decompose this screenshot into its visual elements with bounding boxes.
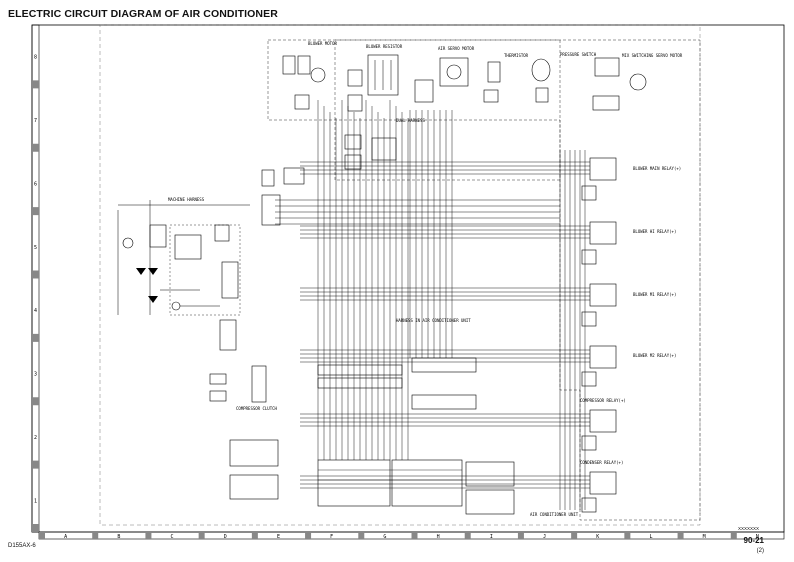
column-band-hatch bbox=[571, 532, 578, 539]
main-dashed-boundary bbox=[99, 24, 701, 526]
air-servo-motor-block: AIR SERVO MOTOR bbox=[414, 46, 475, 103]
row-label: 7 bbox=[34, 118, 37, 124]
row-band-segments bbox=[32, 80, 39, 532]
row-band-hatch bbox=[32, 524, 39, 532]
column-label: C bbox=[171, 534, 174, 540]
model-code: D155AX-6 bbox=[8, 543, 36, 549]
column-label: F bbox=[330, 534, 333, 540]
blower-main-relay-label: BLOWER MAIN RELAY(+) bbox=[633, 166, 681, 171]
relay-blower-hi: BLOWER HI RELAY(+) bbox=[581, 221, 676, 265]
column-label: M bbox=[703, 534, 706, 540]
page-title: ELECTRIC CIRCUIT DIAGRAM OF AIR CONDITIO… bbox=[8, 8, 278, 20]
column-label: D bbox=[224, 534, 227, 540]
row-label: 5 bbox=[34, 245, 37, 251]
blower-hi-relay-label: BLOWER HI RELAY(+) bbox=[633, 229, 676, 234]
dual-harness-label: DUAL HARNESS bbox=[396, 118, 425, 123]
column-label: L bbox=[649, 534, 652, 540]
column-label: J bbox=[543, 534, 546, 540]
relay-blower-m1: BLOWER M1 RELAY(+) bbox=[581, 283, 676, 327]
machine-harness-label: MACHINE HARNESS bbox=[168, 197, 205, 202]
controller-block: AIR CONDITIONER UNIT bbox=[229, 439, 579, 517]
row-label: 6 bbox=[34, 181, 37, 187]
relay-compressor: COMPRESSOR RELAY(+) bbox=[580, 398, 626, 451]
mix-servo-label: MIX SWITCHING SERVO MOTOR bbox=[622, 53, 683, 58]
relay-blower-m2: BLOWER M2 RELAY(+) bbox=[581, 345, 676, 387]
column-band-hatch bbox=[677, 532, 684, 539]
blower-m1-relay-label: BLOWER M1 RELAY(+) bbox=[633, 292, 676, 297]
column-labels: A B C D E F G H I J K L M N bbox=[64, 534, 759, 540]
pressure-switch-label: PRESSURE SWITCH bbox=[560, 52, 597, 57]
vertical-bus-wires bbox=[317, 100, 586, 510]
page-number: 90-21 bbox=[743, 536, 764, 545]
compressor-relay-label: COMPRESSOR RELAY(+) bbox=[580, 398, 626, 403]
condenser-relay-label: CONDENSER RELAY(+) bbox=[580, 460, 623, 465]
mix-servo-block: MIX SWITCHING SERVO MOTOR bbox=[592, 53, 683, 111]
column-band-hatch bbox=[358, 532, 365, 539]
column-band-hatch bbox=[730, 532, 737, 539]
column-label: B bbox=[117, 534, 120, 540]
column-label: I bbox=[490, 534, 493, 540]
relay-condenser: CONDENSER RELAY(+) bbox=[580, 460, 623, 513]
blower-motor-label: BLOWER MOTOR bbox=[308, 41, 337, 46]
upper-harness-boundary bbox=[334, 39, 561, 181]
compressor-clutch-block: COMPRESSOR CLUTCH bbox=[209, 365, 278, 411]
blower-resistor-block: BLOWER RESISTOR bbox=[347, 44, 403, 112]
page-sub-number: (2) bbox=[756, 548, 764, 554]
doc-code: XXXXXXX bbox=[738, 526, 760, 531]
row-label: 3 bbox=[34, 372, 37, 378]
column-band-hatch bbox=[251, 532, 258, 539]
machine-harness-block: MACHINE HARNESS bbox=[168, 167, 305, 226]
dual-harness-block: DUAL HARNESS bbox=[344, 118, 425, 170]
column-band-hatch bbox=[517, 532, 524, 539]
ac-unit-boundary bbox=[267, 39, 701, 521]
row-band-hatch bbox=[32, 143, 39, 152]
column-band-hatch bbox=[624, 532, 631, 539]
thermistor-label: THERMISTOR bbox=[504, 53, 529, 58]
ac-unit-label: AIR CONDITIONER UNIT bbox=[530, 512, 579, 517]
harness-in-ac-unit-label: HARNESS IN AIR CONDITIONER UNIT bbox=[396, 318, 471, 323]
column-band-hatch bbox=[198, 532, 205, 539]
row-band-hatch bbox=[32, 207, 39, 216]
compressor-clutch-label: COMPRESSOR CLUTCH bbox=[236, 406, 278, 411]
horizontal-relay-wires bbox=[275, 161, 590, 489]
column-band-hatch bbox=[305, 532, 312, 539]
center-connector-block bbox=[317, 357, 477, 410]
row-labels: 8 7 6 5 4 3 2 1 bbox=[34, 55, 37, 505]
blower-m2-relay-label: BLOWER M2 RELAY(+) bbox=[633, 353, 676, 358]
row-band-hatch bbox=[32, 460, 39, 469]
row-label: 1 bbox=[34, 498, 37, 504]
air-servo-motor-label: AIR SERVO MOTOR bbox=[438, 46, 475, 51]
column-label: H bbox=[437, 534, 440, 540]
row-band-hatch bbox=[32, 80, 39, 89]
column-label: A bbox=[64, 534, 67, 540]
thermistor-block: THERMISTOR bbox=[483, 53, 529, 103]
row-label: 8 bbox=[34, 55, 37, 61]
column-label: N bbox=[756, 534, 759, 540]
column-label: E bbox=[277, 534, 280, 540]
row-label: 2 bbox=[34, 435, 37, 441]
blower-motor-block: BLOWER MOTOR bbox=[282, 41, 337, 110]
row-band-hatch bbox=[32, 397, 39, 406]
column-band-hatch bbox=[145, 532, 152, 539]
left-control-circuit bbox=[117, 200, 250, 351]
pressure-switch-block: PRESSURE SWITCH bbox=[531, 52, 597, 103]
column-label: G bbox=[383, 534, 386, 540]
column-band-segments bbox=[39, 532, 737, 539]
column-band-hatch bbox=[411, 532, 418, 539]
row-label: 4 bbox=[34, 308, 37, 314]
column-band-hatch bbox=[92, 532, 99, 539]
row-band-hatch bbox=[32, 270, 39, 279]
relay-blower-main: BLOWER MAIN RELAY(+) bbox=[581, 157, 681, 201]
blower-resistor-label: BLOWER RESISTOR bbox=[366, 44, 403, 49]
column-label: K bbox=[596, 534, 599, 540]
column-band-hatch bbox=[464, 532, 471, 539]
row-band-hatch bbox=[32, 333, 39, 342]
column-band-hatch bbox=[39, 532, 45, 539]
